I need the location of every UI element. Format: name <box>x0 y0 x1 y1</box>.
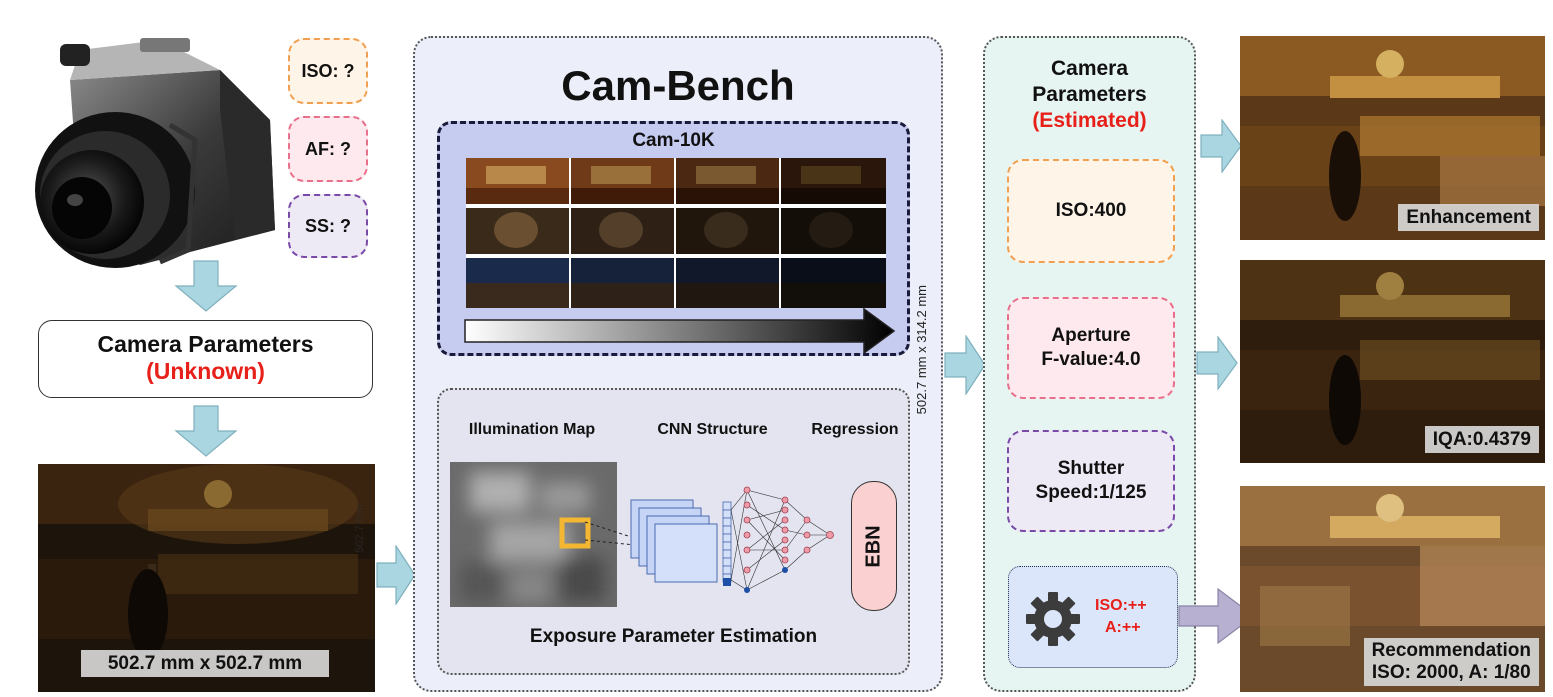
recommendation-values: ISO: 2000, A: 1/80 <box>1371 662 1531 683</box>
cnn-structure-label: CNN Structure <box>657 421 768 438</box>
af-unknown-label: AF: ? <box>305 139 351 159</box>
camera-parameters-title: Camera Parameters <box>97 331 314 357</box>
photo-side-text: 502.7 mm <box>354 504 366 553</box>
cam-bench-title: Cam-Bench <box>561 62 795 109</box>
ebn-label: EBN <box>862 524 885 568</box>
arrow-right-icon <box>1196 336 1238 390</box>
iso-unknown-badge: ISO: ? <box>288 38 368 104</box>
output-photo-recommendation: Recommendation ISO: 2000, A: 1/80 <box>1240 486 1545 692</box>
arrow-right-icon <box>376 545 416 605</box>
iso-unknown-label: ISO: ? <box>301 61 355 81</box>
recommendation-caption: Recommendation ISO: 2000, A: 1/80 <box>1363 638 1539 686</box>
aperture-estimated-box: Aperture F-value:4.0 <box>1007 297 1175 399</box>
exposure-gradient-arrow-icon <box>464 308 896 354</box>
fvalue-label: F-value:4.0 <box>1041 349 1141 370</box>
recommendation-box: ISO:++ A:++ <box>1008 566 1178 668</box>
estimation-footer: Exposure Parameter Estimation <box>529 626 818 647</box>
estimated-title-line2: Parameters <box>1032 83 1147 106</box>
regression-label: Regression <box>811 421 899 438</box>
aperture-label: Aperture <box>1051 325 1131 346</box>
shutter-label: Shutter <box>1057 458 1125 479</box>
estimated-title-line1: Camera <box>1050 57 1129 80</box>
arrow-right-icon <box>944 335 986 395</box>
side-dimension-label: 502.7 mm x 314.2 mm <box>914 285 929 415</box>
shutter-speed-label: Speed:1/125 <box>1035 482 1147 503</box>
recommendation-title: Recommendation <box>1371 640 1531 661</box>
ss-unknown-badge: SS: ? <box>288 194 368 258</box>
illumination-map-label: Illumination Map <box>468 421 596 438</box>
output-photo-enhancement: Enhancement <box>1240 36 1545 240</box>
arrow-down-icon <box>174 260 238 312</box>
arrow-right-icon <box>1200 119 1242 173</box>
enhancement-caption: Enhancement <box>1398 204 1539 231</box>
cam-10k-title: Cam-10K <box>632 130 715 151</box>
gear-icon <box>1026 592 1080 646</box>
shutter-estimated-box: Shutter Speed:1/125 <box>1007 430 1175 532</box>
estimated-status: (Estimated) <box>1032 109 1147 132</box>
unknown-status: (Unknown) <box>146 358 265 384</box>
af-unknown-badge: AF: ? <box>288 116 368 182</box>
input-photo: 502.7 mm 502.7 mm x 502.7 mm <box>38 464 375 692</box>
illumination-map-image <box>450 462 617 607</box>
camera-icon <box>35 38 275 268</box>
arrow-right-purple-icon <box>1178 588 1255 644</box>
cnn-structure-diagram <box>585 486 834 593</box>
photo-caption: 502.7 mm x 502.7 mm <box>81 650 329 677</box>
output-photo-iqa: IQA:0.4379 <box>1240 260 1545 463</box>
camera-parameters-unknown-box: Camera Parameters (Unknown) <box>38 320 373 398</box>
ebn-block: EBN <box>851 481 897 611</box>
aperture-increase-label: A:++ <box>1105 619 1141 636</box>
thumbnail-grid <box>466 158 886 308</box>
arrow-down-icon <box>174 405 238 457</box>
iso-estimated-label: ISO:400 <box>1055 200 1127 221</box>
iso-estimated-box: ISO:400 <box>1007 159 1175 263</box>
ss-unknown-label: SS: ? <box>304 216 351 236</box>
estimated-title: Camera Parameters (Estimated) <box>983 56 1196 134</box>
iso-increase-label: ISO:++ <box>1095 597 1147 614</box>
iqa-caption: IQA:0.4379 <box>1424 426 1539 453</box>
